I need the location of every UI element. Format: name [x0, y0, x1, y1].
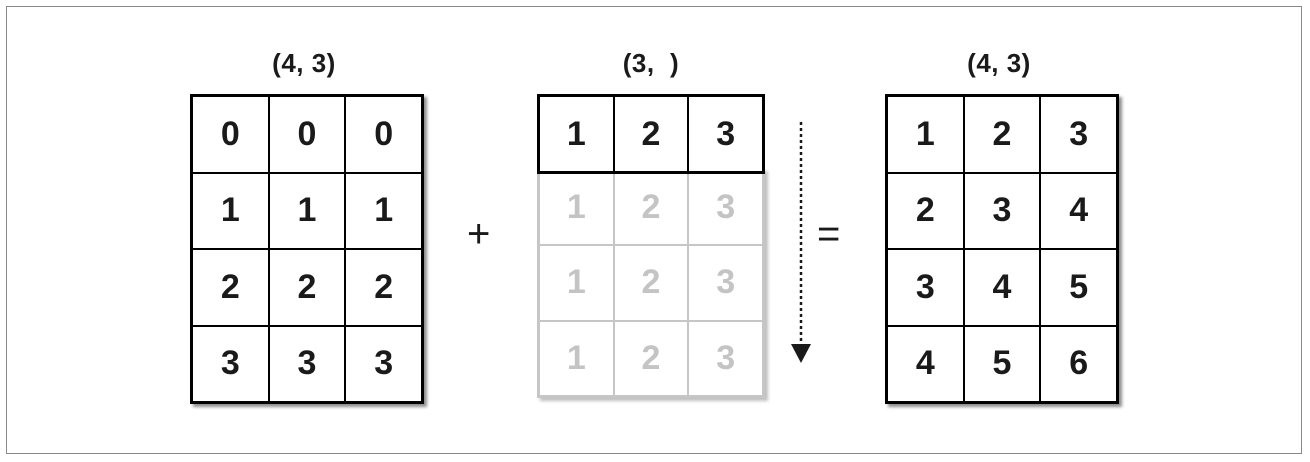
result-cell: 1	[888, 97, 963, 172]
result-cell: 3	[1041, 97, 1116, 172]
plus-operator: +	[467, 212, 491, 256]
broadcast-down-arrow-icon	[791, 122, 811, 363]
matrix-a-cell: 0	[269, 97, 345, 172]
broadcast-cell: 3	[689, 246, 762, 320]
result-cell: 6	[1041, 326, 1116, 401]
broadcast-cell: 2	[614, 321, 688, 395]
matrix-b-shape-label: (3, )	[622, 48, 680, 78]
result-matrix: 1 2 3 2 3 4 3 4 5 4 5 6	[885, 94, 1119, 404]
matrix-a-cell: 0	[346, 97, 421, 172]
result-cell: 3	[964, 173, 1040, 248]
matrix-a-cell: 3	[346, 326, 421, 401]
broadcast-cell: 3	[689, 171, 762, 245]
broadcast-cell: 2	[614, 171, 688, 245]
broadcast-cell: 1	[540, 246, 613, 320]
matrix-a-shape-label: (4, 3)	[272, 48, 336, 78]
result-cell: 4	[888, 326, 963, 401]
matrix-b-cell: 3	[689, 97, 762, 171]
result-cell: 4	[1041, 173, 1116, 248]
result-cell: 5	[1041, 250, 1116, 325]
matrix-b-cell: 1	[540, 97, 613, 171]
result-cell: 2	[888, 173, 963, 248]
matrix-a-cell: 2	[193, 250, 268, 325]
matrix-a-cell: 0	[193, 97, 268, 172]
equals-operator: =	[817, 212, 841, 256]
matrix-b: 1 2 3 1 2 3 1 2 3 1 2 3	[537, 94, 765, 398]
result-cell: 2	[964, 97, 1040, 172]
result-cell: 5	[964, 326, 1040, 401]
matrix-b-row: 1 2 3	[537, 94, 765, 174]
broadcast-rows: 1 2 3 1 2 3 1 2 3	[537, 168, 765, 398]
broadcast-cell: 3	[689, 321, 762, 395]
result-cell: 3	[888, 250, 963, 325]
matrix-a-cell: 1	[269, 173, 345, 248]
matrix-a-cell: 2	[269, 250, 345, 325]
matrix-a-cell: 3	[269, 326, 345, 401]
broadcast-cell: 1	[540, 321, 613, 395]
result-cell: 4	[964, 250, 1040, 325]
matrix-a: 0 0 0 1 1 1 2 2 2 3 3 3	[190, 94, 424, 404]
broadcast-cell: 2	[614, 246, 688, 320]
result-shape-label: (4, 3)	[967, 48, 1031, 78]
matrix-a-cell: 3	[193, 326, 268, 401]
matrix-a-cell: 1	[346, 173, 421, 248]
matrix-b-cell: 2	[614, 97, 688, 171]
broadcast-cell: 1	[540, 171, 613, 245]
matrix-a-cell: 1	[193, 173, 268, 248]
matrix-a-cell: 2	[346, 250, 421, 325]
